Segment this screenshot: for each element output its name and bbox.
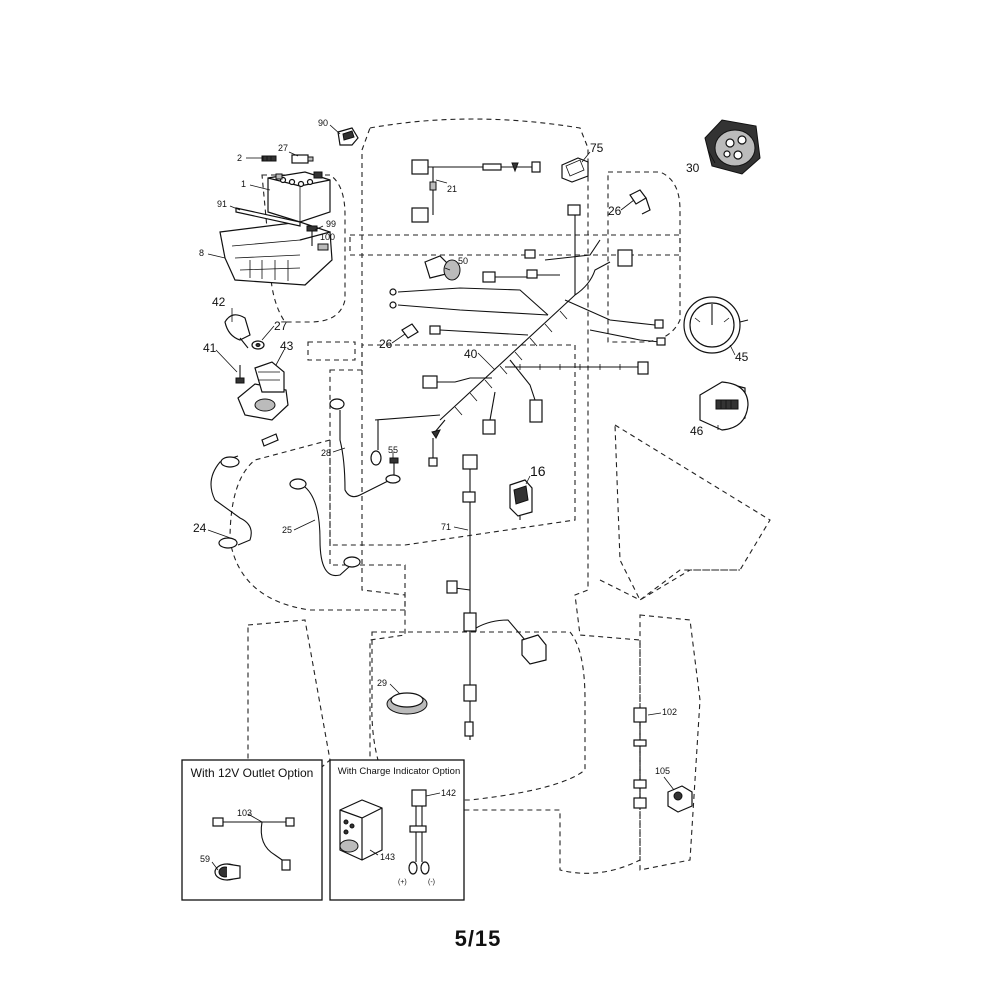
callout-26-lower: 26 [379, 337, 393, 351]
callout-21: 21 [447, 184, 457, 194]
callout-41: 41 [203, 341, 217, 355]
cable-28 [329, 398, 441, 498]
callout-43: 43 [280, 339, 294, 353]
callout-2: 2 [237, 153, 242, 163]
ignition-switch [704, 119, 761, 175]
callout-27-pto: 27 [274, 319, 288, 333]
relay [561, 157, 589, 183]
plug-29 [386, 692, 428, 715]
leader-lines [207, 124, 736, 871]
screw [235, 365, 245, 384]
plus-terminal-label: (+) [398, 879, 407, 886]
callout-45: 45 [735, 350, 749, 364]
charge-option-panel [329, 759, 465, 901]
callout-24: 24 [193, 521, 207, 535]
minus-terminal-label: (-) [428, 879, 435, 886]
callout-91: 91 [217, 199, 227, 209]
callout-labels: 2 27 1 91 99 100 8 90 75 21 30 26 50 26 … [193, 118, 749, 864]
callout-8: 8 [199, 248, 204, 258]
callout-50: 50 [458, 256, 468, 266]
callout-29: 29 [377, 678, 387, 688]
buzzer [424, 255, 461, 281]
callout-30: 30 [686, 161, 700, 175]
spark-plug-boot [224, 314, 251, 349]
battery [267, 171, 331, 223]
harness-102 [633, 707, 647, 809]
washer [251, 340, 265, 350]
wire-21 [411, 159, 541, 223]
callout-26-fuse: 26 [608, 204, 622, 218]
callout-25: 25 [282, 525, 292, 535]
callout-46: 46 [690, 424, 704, 438]
callout-42: 42 [212, 295, 226, 309]
power-outlet [214, 863, 241, 881]
callout-55: 55 [388, 445, 398, 455]
hold-down-strap [235, 207, 301, 227]
charge-indicator [339, 799, 383, 861]
callout-105: 105 [655, 766, 670, 776]
callout-59: 59 [200, 854, 210, 864]
callout-103: 103 [237, 808, 252, 818]
charge-harness [408, 789, 430, 875]
gauge [683, 296, 749, 354]
callout-75: 75 [590, 141, 604, 155]
pto-switch [237, 361, 289, 421]
callout-28: 28 [321, 448, 331, 458]
terminal-boot [337, 127, 359, 146]
charge-option-title: With Charge Indicator Option [338, 766, 461, 777]
battery-tray [219, 221, 333, 286]
cable-25 [289, 478, 361, 577]
callout-102: 102 [662, 707, 677, 717]
harness-71 [446, 454, 547, 740]
cable-24 [210, 433, 279, 549]
callout-99: 99 [326, 219, 336, 229]
seat-switch [509, 479, 533, 520]
callout-1: 1 [241, 179, 246, 189]
callout-143: 143 [380, 852, 395, 862]
callout-16: 16 [530, 463, 546, 479]
outlet-option-title: With 12V Outlet Option [191, 766, 314, 780]
bolt-55 [389, 457, 399, 475]
page-indicator: 5/15 [455, 926, 502, 951]
battery-bolt [261, 155, 277, 162]
fuse-upper [629, 189, 651, 215]
callout-142: 142 [441, 788, 456, 798]
main-harness [389, 204, 666, 467]
callout-27-battery: 27 [278, 143, 288, 153]
hold-down-bolt [306, 225, 329, 251]
callout-40: 40 [464, 347, 478, 361]
hour-meter [699, 381, 749, 431]
outlet-option-panel [181, 759, 323, 901]
callout-71: 71 [441, 522, 451, 532]
switch-105 [667, 785, 693, 813]
battery-nut [291, 154, 314, 164]
fuse-lower [401, 323, 419, 339]
callout-90: 90 [318, 118, 328, 128]
callout-100: 100 [320, 232, 335, 242]
frame-outline [229, 118, 771, 874]
outlet-harness [212, 817, 295, 871]
